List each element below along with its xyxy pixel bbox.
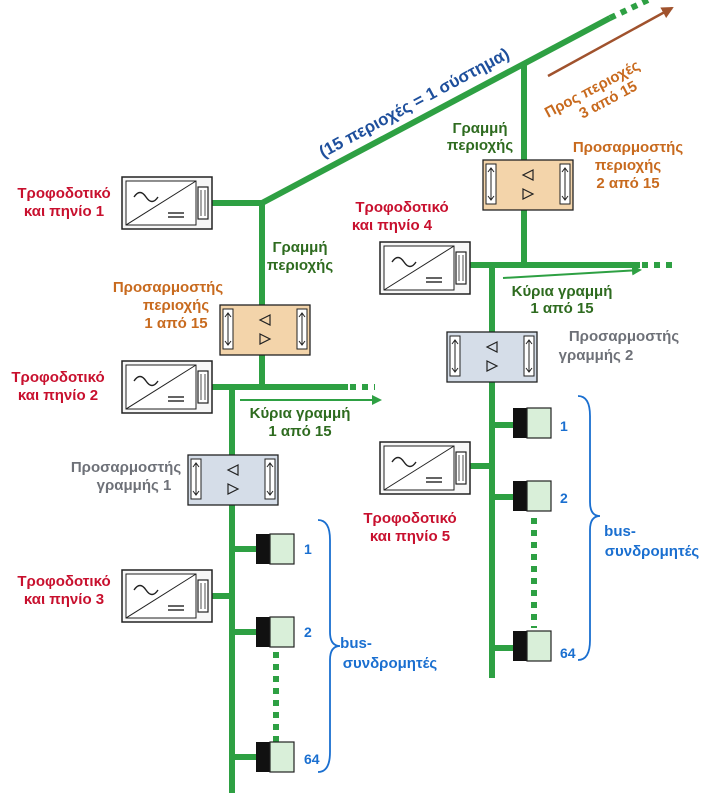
power-supply-2: [121, 360, 213, 414]
svg-text:περιοχής: περιοχής: [143, 297, 209, 314]
svg-text:Γραμμή: Γραμμή: [452, 120, 507, 137]
svg-text:συνδρομητές: συνδρομητές: [343, 655, 438, 672]
power-supply-1: [121, 176, 213, 230]
svg-text:συνδρομητές: συνδρομητές: [605, 543, 700, 560]
svg-text:Προσαρμοστής: Προσαρμοστής: [113, 279, 223, 296]
line-coupler-1-label: Προσαρμοστής γραμμής 1: [71, 459, 181, 494]
svg-text:Προσαρμοστής: Προσαρμοστής: [71, 459, 181, 476]
power-supply-5-label: Τροφοδοτικό και πηνίο 5: [363, 510, 456, 545]
svg-text:1 από 15: 1 από 15: [530, 300, 593, 317]
svg-text:1 από 15: 1 από 15: [268, 423, 331, 440]
area-coupler-1: [219, 304, 311, 356]
bus-subscribers-right-label: bus- συνδρομητές: [604, 523, 699, 560]
subscriber-right-1: [512, 407, 552, 439]
bus-subscribers-left-label: bus- συνδρομητές: [340, 635, 437, 672]
svg-text:Τροφοδοτικό: Τροφοδοτικό: [363, 510, 456, 527]
svg-text:Τροφοδοτικό: Τροφοδοτικό: [17, 185, 110, 202]
subscriber-left-1: [255, 533, 295, 565]
svg-text:περιοχής: περιοχής: [595, 157, 661, 174]
subscriber-left-2: [255, 616, 295, 648]
subscriber-left-1-label: 1: [304, 541, 312, 557]
line-coupler-1: [187, 454, 279, 506]
brace-right: [577, 395, 601, 661]
svg-text:Γραμμή: Γραμμή: [272, 239, 327, 256]
subscriber-right-64: [512, 630, 552, 662]
svg-text:περιοχής: περιοχής: [267, 257, 333, 274]
area-line-diagonal: [260, 15, 612, 206]
area-coupler-2: [482, 159, 574, 211]
svg-text:γραμμής 2: γραμμής 2: [559, 347, 634, 364]
power-supply-1-label: Τροφοδοτικό και πηνίο 1: [17, 185, 110, 220]
svg-text:Προσαρμοστής: Προσαρμοστής: [569, 328, 679, 345]
subscriber-right-1-label: 1: [560, 418, 568, 434]
svg-text:Τροφοδοτικό: Τροφοδοτικό: [17, 573, 110, 590]
subscriber-left-64: [255, 741, 295, 773]
subscriber-right-64-label: 64: [560, 645, 576, 661]
power-supply-4-label: Τροφοδοτικό και πηνίο 4: [352, 199, 449, 234]
subscriber-right-2: [512, 480, 552, 512]
svg-text:και πηνίο 2: και πηνίο 2: [18, 387, 98, 404]
line-coupler-2: [446, 331, 538, 383]
area-line-left-label: Γραμμή περιοχής: [267, 239, 333, 274]
power-supply-5: [379, 441, 471, 495]
svg-text:και πηνίο 1: και πηνίο 1: [24, 203, 104, 220]
brace-left: [317, 519, 341, 773]
main-line-left-label: Κύρια γραμμή 1 από 15: [250, 405, 351, 440]
svg-text:Προσαρμοστής: Προσαρμοστής: [573, 139, 683, 156]
area-coupler-1-label: Προσαρμοστής περιοχής 1 από 15: [113, 279, 223, 332]
power-supply-4: [379, 241, 471, 295]
svg-text:Κύρια γραμμή: Κύρια γραμμή: [250, 405, 351, 422]
svg-text:bus-: bus-: [604, 523, 636, 540]
power-supply-3-label: Τροφοδοτικό και πηνίο 3: [17, 573, 110, 608]
svg-text:Κύρια γραμμή: Κύρια γραμμή: [512, 283, 613, 300]
svg-text:και πηνίο 4: και πηνίο 4: [352, 217, 433, 234]
svg-text:και πηνίο 5: και πηνίο 5: [370, 528, 450, 545]
subscriber-right-2-label: 2: [560, 490, 568, 506]
svg-text:γραμμής 1: γραμμής 1: [97, 477, 172, 494]
svg-text:1 από 15: 1 από 15: [144, 315, 207, 332]
power-supply-3: [121, 569, 213, 623]
main-line-right-arrow: [502, 265, 642, 279]
area-coupler-2-label: Προσαρμοστής περιοχής 2 από 15: [573, 139, 683, 192]
area-line-right-label: Γραμμή περιοχής: [447, 120, 513, 154]
svg-text:2 από 15: 2 από 15: [596, 175, 659, 192]
subscriber-left-64-label: 64: [304, 751, 320, 767]
towards-areas-arrow: [547, 6, 674, 78]
main-line-right-label: Κύρια γραμμή 1 από 15: [512, 283, 613, 317]
line-coupler-2-label: Προσαρμοστής γραμμής 2: [559, 328, 680, 364]
svg-text:bus-: bus-: [340, 635, 372, 652]
area-line-continuation: [608, 0, 650, 21]
svg-text:και πηνίο 3: και πηνίο 3: [24, 591, 104, 608]
subscriber-left-2-label: 2: [304, 624, 312, 640]
power-supply-2-label: Τροφοδοτικό και πηνίο 2: [11, 369, 104, 404]
svg-text:περιοχής: περιοχής: [447, 137, 513, 154]
svg-text:Τροφοδοτικό: Τροφοδοτικό: [11, 369, 104, 386]
svg-text:Τροφοδοτικό: Τροφοδοτικό: [355, 199, 448, 216]
